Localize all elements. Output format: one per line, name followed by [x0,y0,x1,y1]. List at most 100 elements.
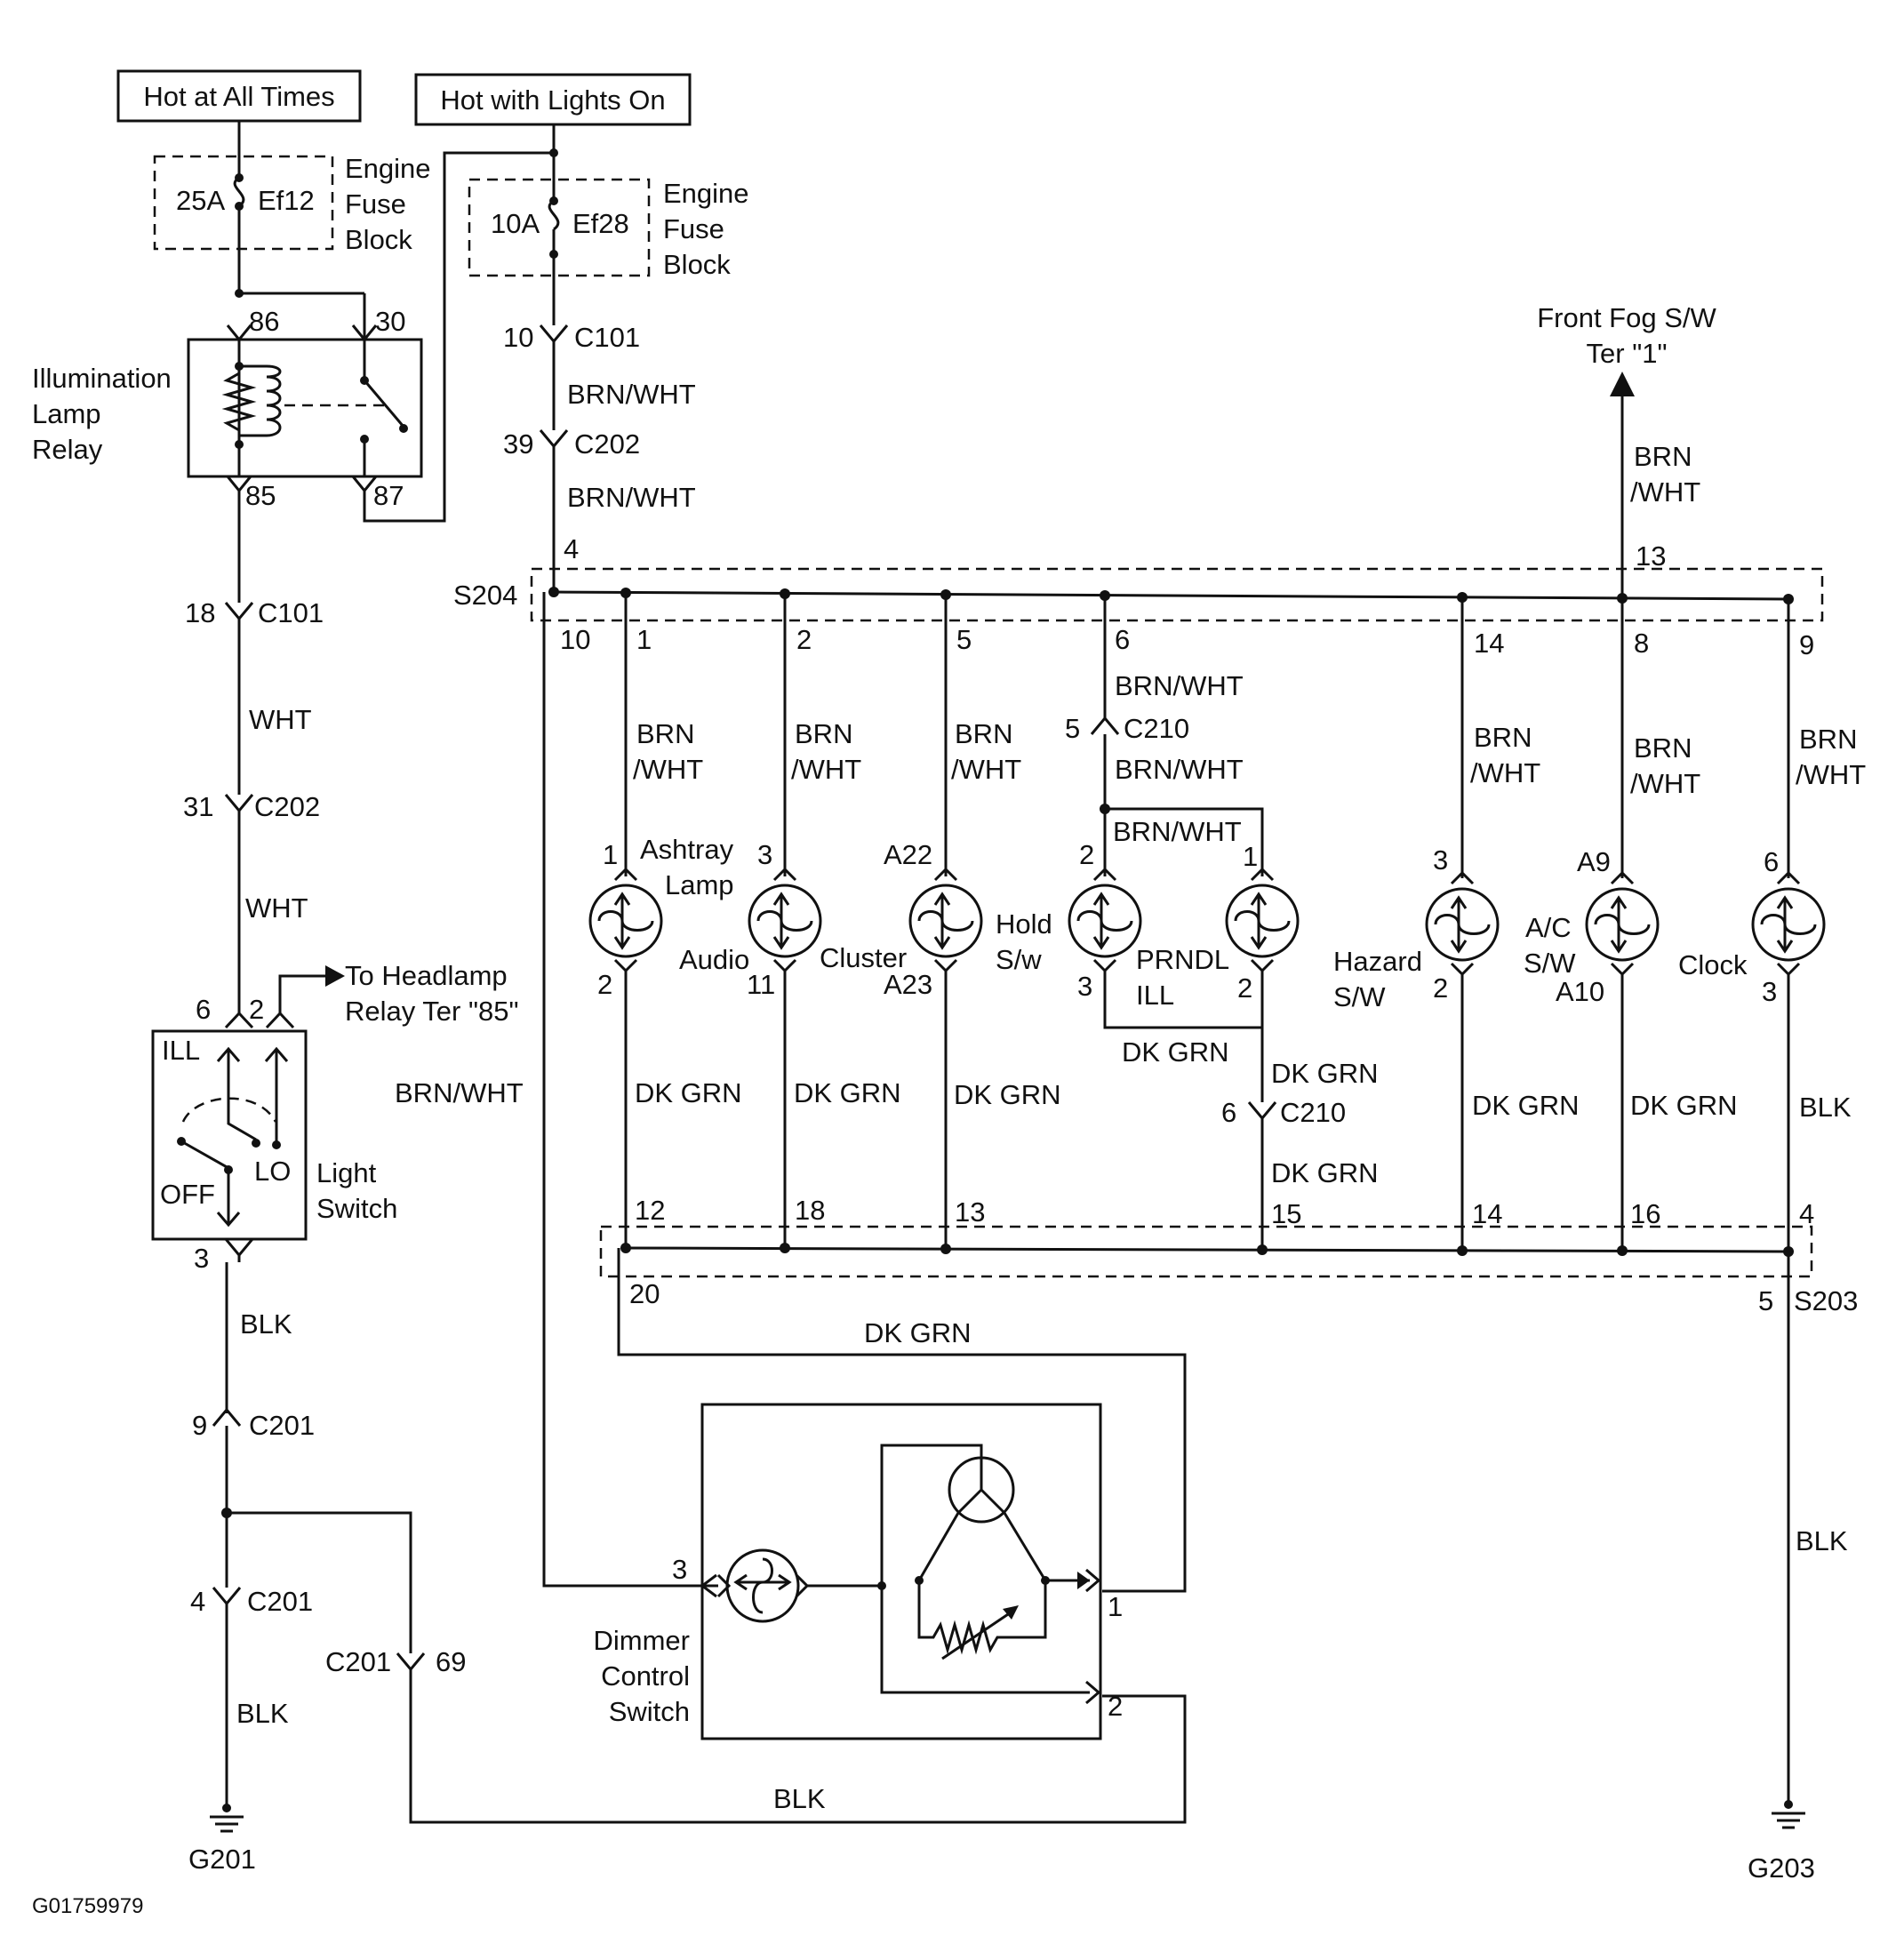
lamp-pin-bottom: 2 [1433,972,1448,1004]
dimmer-label: Switch [609,1696,690,1727]
wire-color-label: BRN [1634,441,1692,472]
lamp-label: Audio [679,944,749,975]
relay-pin-86: 86 [249,306,279,337]
illumination-lamp-relay: 86 30 85 87 Illumination Lamp Relay [32,289,423,511]
wire-color-label: DK GRN [954,1079,1061,1110]
clock-lamp: 6 3 Clock [1678,846,1826,1007]
hot-at-all-times-box: Hot at All Times [116,69,362,123]
switch-pin-2: 2 [249,994,264,1025]
wire-color-label: /WHT [1630,476,1700,508]
splice-pin: 14 [1472,1198,1502,1229]
splice-pin: 1 [636,624,652,655]
fuse-ef12: 25A Ef12 Engine Fuse Block [153,121,431,293]
switch-position-lo: LO [254,1156,291,1187]
wire-color-label: DK GRN [1271,1157,1379,1188]
lamp-label: Clock [1678,949,1748,980]
wire-color-label: /WHT [633,754,703,785]
wire-color-label: /WHT [1470,757,1540,788]
connector-name: C210 [1280,1097,1346,1128]
connector-name: C101 [258,597,324,628]
wire-color-label: WHT [249,704,312,735]
connector-pin: 39 [503,428,533,460]
headlamp-ref-label: To Headlamp [345,960,508,991]
wire-color-label: BRN [1799,724,1857,755]
wire-color-label: DK GRN [864,1317,972,1348]
connector-pin: 4 [190,1586,205,1617]
lamp-pin-bottom: 2 [1237,972,1252,1004]
splice-s204: S204 4 10 1 2 5 6 14 8 9 13 [453,533,1824,660]
headlamp-ref-label: Relay Ter "85" [345,996,518,1027]
lamp-pin-bottom: 3 [1077,971,1092,1002]
hot-with-lights-on-label: Hot with Lights On [440,84,665,116]
splice-label: S203 [1794,1285,1858,1316]
splice-pin: 20 [629,1278,660,1309]
ground-label: G201 [188,1844,256,1875]
splice-pin: 15 [1271,1198,1301,1229]
lamp-pin-top: 6 [1764,846,1779,877]
cluster-lamp: A22 A23 Cluster [820,839,983,1000]
ground-g201: G201 [188,1804,256,1875]
switch-pin-6: 6 [196,994,211,1025]
wire-color-label: BRN [636,718,694,749]
wire-color-label: /WHT [951,754,1021,785]
splice-pin: 8 [1634,628,1649,659]
splice-pin: 13 [955,1196,985,1228]
lamp-label: Hold [996,908,1052,940]
lamp-label: Hazard [1333,946,1422,977]
light-switch-label: Switch [316,1193,397,1224]
fuse-ef28-name: Ef28 [572,208,629,239]
fuse-ef28: 10A Ef28 Engine Fuse Block [468,148,749,325]
wire-color-label: BRN [1634,732,1692,764]
wire-color-label: BRN [795,718,852,749]
lamp-pin-bottom: 3 [1762,976,1777,1007]
relay-label: Lamp [32,398,101,429]
wire-color-label: BRN/WHT [395,1077,524,1108]
dimmer-pin-3: 3 [672,1554,687,1585]
splice-pin: 12 [635,1195,665,1226]
dimmer-pin-1: 1 [1108,1591,1123,1622]
wire-color-label: DK GRN [1472,1090,1580,1121]
splice-pin: 5 [1758,1285,1773,1316]
relay-pin-85: 85 [245,480,276,511]
wire-color-label: BLK [773,1783,826,1814]
fuse-block-label: Block [663,249,731,280]
splice-label: S204 [453,580,517,611]
switch-position-off: OFF [160,1179,215,1210]
lamp-label: PRNDL [1136,944,1229,975]
lamp-pin-top: 2 [1079,839,1094,870]
fuse-block-label: Block [345,224,412,255]
dimmer-control-switch: 3 1 2 Dimmer Control Switch [594,1403,1123,1740]
splice-pin: 9 [1799,629,1814,660]
hazard-switch-lamp: 3 2 Hazard S/W [1333,844,1500,1012]
splice-pin: 14 [1474,628,1504,659]
hold-switch-lamp: 2 3 Hold S/w [996,839,1142,1002]
lamp-pin-bottom: 2 [597,969,612,1000]
front-fog-label: Front Fog S/W [1537,302,1716,333]
wire-color-label: BLK [236,1698,289,1729]
wire-color-label: DK GRN [1271,1058,1379,1089]
fuse-block-label: Fuse [663,213,724,244]
dimmer-label: Dimmer [594,1625,691,1656]
connector-name: C201 [325,1646,391,1677]
prndl-ill-lamp: 1 2 PRNDL ILL [1136,841,1300,1011]
relay-label: Relay [32,434,103,465]
lamp-pin-top: A9 [1577,846,1611,877]
relay-pin-30: 30 [375,306,405,337]
lamp-pin-top: 3 [757,839,772,870]
connector-name: C210 [1124,713,1189,744]
ground-label: G203 [1748,1852,1815,1884]
splice-pin: 6 [1115,624,1130,655]
fuse-ef12-amps: 25A [176,185,225,216]
fuse-block-label: Fuse [345,188,406,220]
light-switch: ILL OFF LO 6 2 3 Light Switch To Headlam… [151,960,518,1274]
wire-color-label: BRN/WHT [567,482,696,513]
lamp-pin-top: 1 [603,839,618,870]
ground-g203: G203 [1748,1800,1815,1884]
connector-name: C101 [574,322,640,353]
switch-position-ill: ILL [162,1035,200,1066]
lamp-pin-top: 3 [1433,844,1448,876]
wire-color-label: /WHT [1796,759,1866,790]
front-fog-label: Ter "1" [1587,338,1668,369]
relay-label: Illumination [32,363,172,394]
lamp-label: S/W [1333,981,1386,1012]
